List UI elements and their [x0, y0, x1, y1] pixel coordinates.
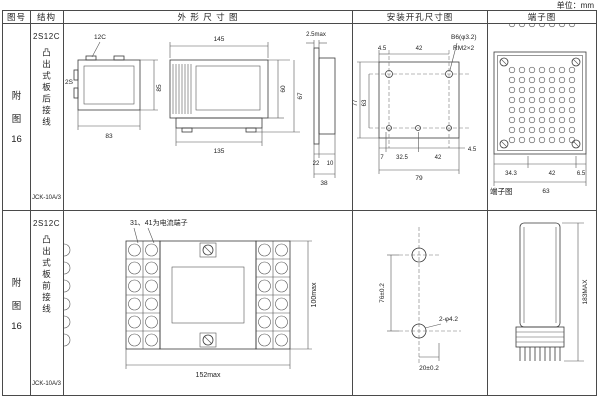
table-border — [2, 10, 597, 11]
fig-no-char: 附 — [11, 91, 22, 102]
dim-60: 60 — [280, 85, 287, 93]
dim-67: 67 — [297, 92, 304, 100]
label-2s: 2S — [65, 79, 74, 86]
col-header-outline: 外 形 尺 寸 图 — [177, 12, 239, 22]
model-label: 2S12C — [33, 219, 60, 228]
terminal-dimension-lines — [493, 154, 587, 186]
fig-no-number: 16 — [11, 320, 22, 332]
centerlines — [369, 50, 469, 148]
col-header-mounting: 安装开孔尺寸图 — [386, 12, 454, 22]
side-view-dimensions — [306, 40, 336, 178]
dim-7: 7 — [380, 155, 384, 161]
centerlines — [399, 227, 461, 363]
mounting-dimension-lines — [357, 42, 465, 174]
col-header-fig-no: 图号 — [6, 12, 26, 22]
dim-79: 79 — [415, 175, 423, 182]
label-2-phi-4-2: 2-φ4.2 — [439, 316, 458, 323]
model-label: 2S12C — [33, 32, 60, 41]
fig-no-row1: 附 图 16 — [3, 24, 30, 209]
dim-152max: 152max — [196, 372, 221, 379]
structure-row1: 2S12C 凸出式板后接线 JCK-10A/3 — [31, 24, 62, 209]
dim-42: 42 — [549, 171, 556, 177]
dim-63: 63 — [362, 99, 368, 106]
table-border — [596, 10, 597, 396]
table-border — [63, 10, 64, 396]
dim-6-5: 6.5 — [577, 171, 586, 177]
dim-63: 63 — [542, 188, 550, 195]
dim-76: 76±0.2 — [379, 283, 386, 303]
fig-no-number: 16 — [11, 134, 22, 145]
relay-side-view — [313, 47, 336, 145]
dim-38: 38 — [320, 180, 328, 187]
mounting-dimension-lines — [387, 254, 442, 361]
panel-cutout — [378, 61, 460, 139]
table-border — [30, 10, 31, 396]
mounting-hole-drawing-row2: 76±0.2 2-φ4.2 20±0.2 — [379, 227, 461, 372]
table-border — [2, 23, 597, 24]
unit-label: 单位：mm — [556, 1, 594, 10]
dim-100max: 100max — [311, 282, 318, 307]
mounting-hole-drawing-row1: 4.5 42 B6(φ3.2) RM2×2 77 63 7 32.5 42 4.… — [353, 34, 477, 182]
table-border — [2, 395, 597, 396]
fig-no-char: 图 — [11, 300, 22, 312]
table-border — [352, 10, 353, 396]
current-terminal-note: 31、41为电流端子 — [130, 218, 188, 227]
dim-34-3: 34.3 — [505, 171, 517, 177]
terminal-side-view: 183MAX — [515, 222, 589, 362]
note-leader-lines — [133, 227, 155, 244]
outline-drawing-rear-wiring: 12C 2S 83 85 — [65, 32, 336, 187]
terminal-board-body — [125, 240, 291, 350]
structure-row2: 2S12C 凸出式板前接线 JCK-10A/3 — [31, 211, 62, 395]
relay-top-view — [73, 41, 141, 111]
fig-no-char: 图 — [11, 114, 22, 125]
fig-no-row2: 附 图 16 — [3, 211, 30, 395]
dim-2-5max: 2.5max — [306, 32, 326, 38]
mount-type-label: 凸出式板前接线 — [41, 235, 52, 316]
dim-135: 135 — [214, 148, 225, 155]
relay-code-label: JCK-10A/3 — [31, 381, 61, 387]
table-border — [487, 10, 488, 396]
dim-42-bottom: 42 — [435, 155, 442, 161]
dim-4-5-top: 4.5 — [378, 46, 387, 52]
terminal-block-outline — [493, 51, 587, 155]
dim-32-5: 32.5 — [396, 155, 408, 161]
table-border — [2, 10, 3, 396]
dim-85: 85 — [156, 84, 163, 92]
dim-83: 83 — [105, 133, 113, 140]
label-b6: B6(φ3.2) — [451, 34, 477, 41]
terminal-diagram-rear-view: 34.3 42 6.5 63 端子图 — [490, 24, 587, 196]
table-border — [2, 210, 597, 211]
terminal-pin-grid — [508, 24, 576, 144]
mounting-holes — [411, 247, 427, 339]
col-header-terminal: 端子图 — [527, 12, 557, 22]
board-dimension-lines — [125, 240, 312, 369]
dim-4-5-bottom: 4.5 — [468, 147, 477, 153]
front-view-dimensions — [169, 42, 300, 146]
col-header-structure: 结构 — [36, 12, 56, 22]
dim-10: 10 — [327, 161, 334, 167]
relay-front-view — [169, 59, 269, 133]
dim-42-top: 42 — [416, 46, 423, 52]
relay-code-label: JCK-10A/3 — [31, 195, 61, 201]
dim-183max: 183MAX — [582, 279, 589, 305]
dim-145: 145 — [214, 36, 225, 43]
label-rm2x2: RM2×2 — [453, 45, 475, 52]
relay-side-profile — [515, 222, 565, 361]
fig-no-char: 附 — [11, 277, 22, 289]
height-dimension-lines — [562, 222, 584, 362]
dim-22: 22 — [313, 161, 320, 167]
top-view-dimensions — [77, 59, 158, 130]
outline-drawing-front-wiring: 31、41为电流端子 — [64, 218, 318, 379]
mount-type-label: 凸出式板后接线 — [41, 48, 52, 129]
terminal-circles — [64, 243, 288, 347]
dim-20: 20±0.2 — [419, 365, 439, 372]
label-12c: 12C — [94, 34, 106, 41]
dim-77: 77 — [353, 99, 359, 106]
terminal-diagram-caption: 端子图 — [490, 186, 513, 196]
